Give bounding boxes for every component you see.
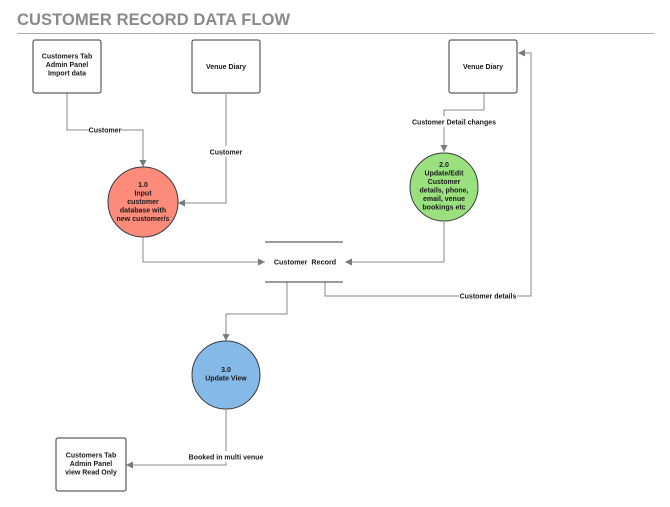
flow-p2-to-store — [345, 222, 445, 266]
flow-p1-to-store — [142, 237, 265, 266]
flow-label-customer-2: Customer — [210, 150, 243, 157]
entity-venue-diary-2: Venue Diary — [448, 39, 518, 94]
process-label-line: new customer/s — [117, 216, 170, 223]
flow-label-customer-1: Customer — [89, 128, 122, 135]
process-label-line: Update View — [205, 376, 247, 383]
flow-label-customer-detail-changes: Customer Detail changes — [412, 120, 496, 127]
process-label-line: customer — [127, 199, 159, 206]
flow-label-customer-details: Customer details — [460, 294, 517, 301]
process-1-input-customer: 1.0 Input customer database with new cus… — [107, 166, 179, 238]
flow-store-to-p3 — [222, 282, 288, 341]
entity-label-line: Admin Panel — [46, 62, 88, 69]
flow-store-to-venue-diary — [324, 49, 532, 297]
data-store-customer-record: Customer Record — [265, 241, 343, 283]
process-label-line: database with — [120, 208, 166, 215]
process-label-line: bookings etc — [422, 205, 465, 212]
process-label-line: Input — [134, 191, 152, 198]
process-label-line: Customer — [428, 179, 461, 186]
process-label-line: Update/Edit — [425, 171, 465, 178]
entity-customers-tab-view: Customers Tab Admin Panel view Read Only — [55, 437, 127, 492]
flow-p3-to-view — [126, 410, 227, 469]
entity-label-line: Admin Panel — [70, 461, 112, 468]
entity-label-line: Venue Diary — [206, 64, 246, 71]
process-label-line: email, venue — [423, 196, 465, 203]
page-title: CUSTOMER RECORD DATA FLOW — [17, 11, 291, 29]
title-divider — [17, 33, 654, 34]
flow-label-booked-in-multi-venue: Booked in multi venue — [189, 455, 264, 462]
process-label-line: details, phone, — [419, 188, 468, 195]
flow-venue-diary-to-p2 — [440, 93, 485, 152]
flow-venue-diary-to-p1 — [178, 94, 227, 207]
entity-label-line: Customers Tab — [66, 453, 116, 460]
process-label-line: 1.0 — [138, 182, 148, 189]
process-label-line: 2.0 — [439, 162, 449, 169]
data-store-label: Customer Record — [274, 258, 336, 267]
entity-customers-tab-import: Customers Tab Admin Panel Import data — [32, 39, 102, 94]
entity-label-line: view Read Only — [65, 470, 117, 477]
entity-label-line: Import data — [48, 71, 86, 78]
process-label-line: 3.0 — [221, 367, 231, 374]
entity-venue-diary-1: Venue Diary — [191, 39, 261, 94]
process-3-update-view: 3.0 Update View — [191, 340, 261, 410]
entity-label-line: Venue Diary — [463, 64, 503, 71]
entity-label-line: Customers Tab — [42, 54, 92, 61]
process-2-update-edit-customer: 2.0 Update/Edit Customer details, phone,… — [409, 152, 479, 222]
